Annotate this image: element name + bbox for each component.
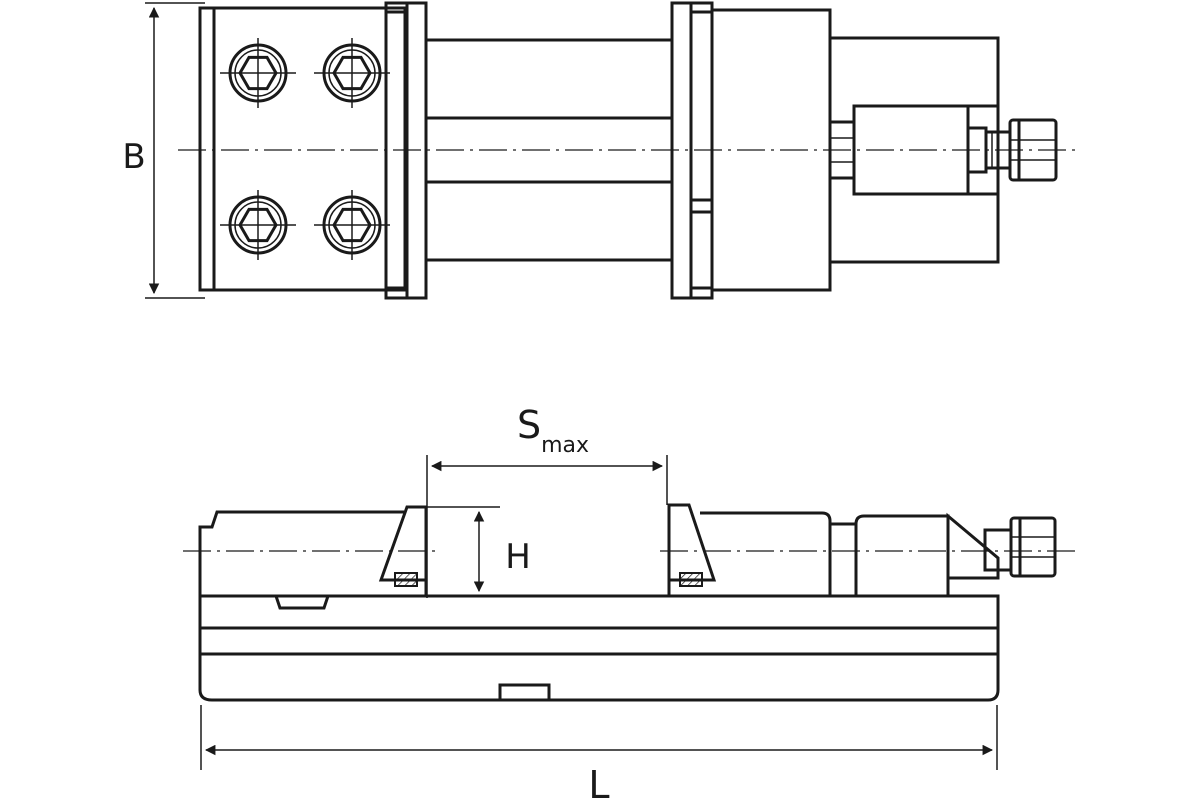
smax-label: Smax [517, 403, 589, 458]
bolt-top-right [314, 38, 390, 108]
side-view: Smax H [183, 403, 1075, 800]
fixed-jaw-block [198, 6, 407, 292]
hex-nut-side-view [1009, 516, 1057, 578]
bolt-bottom-right [314, 190, 390, 260]
movable-jaw-wedge [667, 503, 717, 582]
fixed-jaw-side [198, 510, 428, 596]
b-label: B [122, 137, 145, 177]
bolt-bottom-left [220, 190, 296, 260]
fixed-jaw-hatch-insert [394, 572, 418, 587]
h-label: H [505, 537, 531, 577]
fixed-jaw-wedge [378, 505, 428, 582]
screw-shaft-side [828, 522, 858, 598]
movable-jaw-side [700, 511, 832, 596]
base-top-notch [274, 595, 330, 610]
vise-base [198, 594, 1000, 702]
smax-subscript: max [541, 433, 589, 458]
bolt-top-left [220, 38, 296, 108]
screw-bevel-side [946, 512, 1000, 580]
top-view: B [122, 1, 1080, 300]
base-bottom-slot [498, 683, 551, 700]
l-label: L [588, 763, 609, 800]
movable-jaw-hatch-insert [679, 572, 703, 587]
screw-housing-side [854, 514, 950, 598]
